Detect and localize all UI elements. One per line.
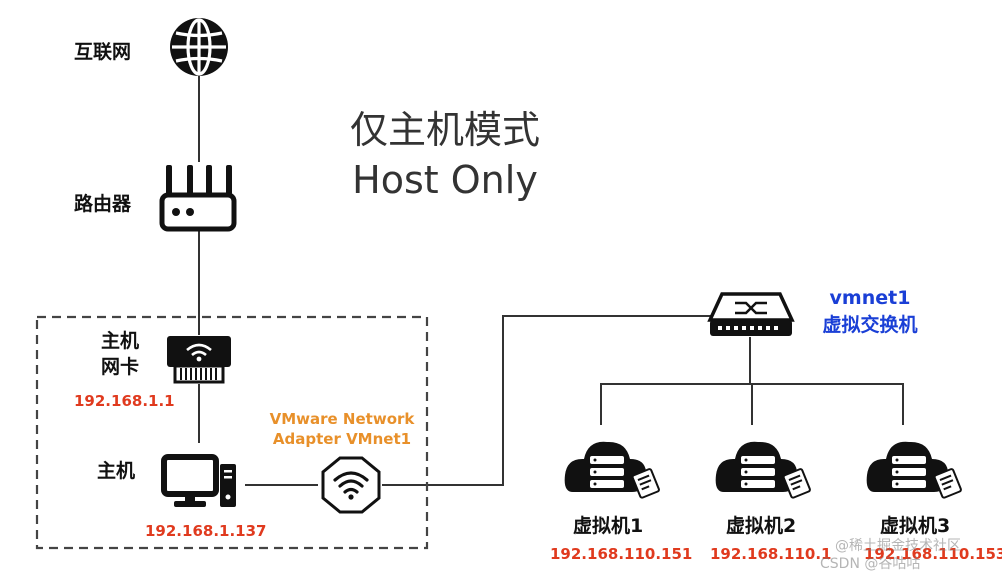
switch-label-line1: vmnet1 <box>829 287 911 309</box>
host-nic-label-line1: 主机 <box>101 330 140 352</box>
vm3-ip: 192.168.110.153 <box>864 545 1002 563</box>
switch-label-line2: 虚拟交换机 <box>822 314 918 336</box>
vm3-label: 虚拟机3 <box>880 515 951 537</box>
host-boundary <box>35 315 429 550</box>
switch-icon <box>707 292 795 336</box>
line-adapter-switch <box>382 315 712 486</box>
diagram-title: 仅主机模式 <box>349 108 540 152</box>
vm2-label: 虚拟机2 <box>726 515 797 537</box>
virtual-adapter-icon <box>321 456 381 514</box>
watermark-csdn: CSDN @谷咕咕 <box>820 556 921 572</box>
adapter-label-line2: Adapter VMnet1 <box>272 430 412 448</box>
vm1-label: 虚拟机1 <box>573 515 644 537</box>
router-label: 路由器 <box>74 193 132 215</box>
host-label: 主机 <box>97 460 136 482</box>
connectors <box>198 74 904 486</box>
vm3-cloud-server-icon <box>866 441 962 499</box>
host-ip: 192.168.1.137 <box>145 522 267 540</box>
vm1-ip: 192.168.110.151 <box>550 545 693 563</box>
host-nic-ip: 192.168.1.1 <box>74 392 175 410</box>
computer-icon <box>161 454 236 507</box>
vm1-cloud-server-icon <box>564 441 660 499</box>
vm2-cloud-server-icon <box>715 441 811 499</box>
router-icon <box>159 165 237 232</box>
adapter-label-line1: VMware Network <box>269 410 415 428</box>
internet-label: 互联网 <box>74 41 132 63</box>
host-nic-label-line2: 网卡 <box>101 356 140 378</box>
watermark-juejin: @稀土掘金技术社区 <box>835 538 961 554</box>
diagram-subtitle: Host Only <box>352 158 538 202</box>
globe-icon <box>170 18 228 76</box>
nic-icon <box>167 336 231 384</box>
vm2-ip: 192.168.110.1 <box>710 545 832 563</box>
